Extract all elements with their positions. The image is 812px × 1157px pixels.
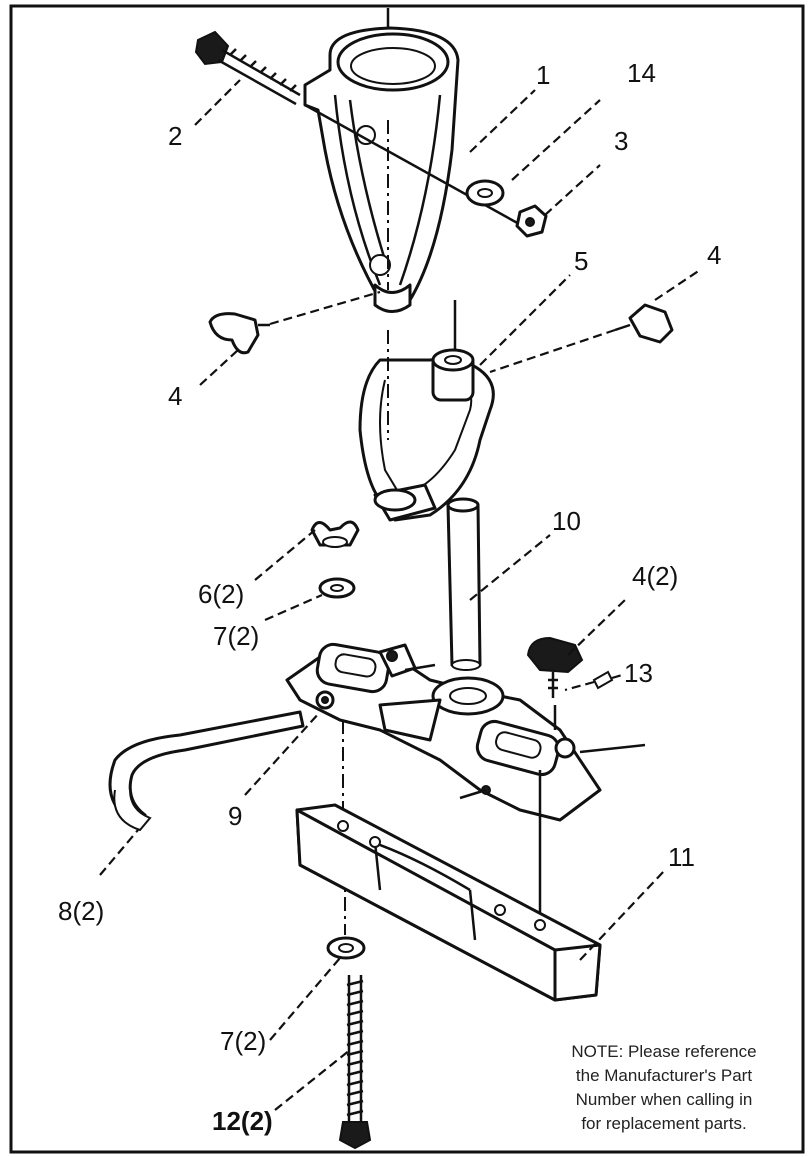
callout-4-left: 4 <box>168 381 182 411</box>
callout-6: 6(2) <box>198 579 244 609</box>
callout-12: 12(2) <box>212 1106 273 1136</box>
part-7-upper-washer <box>318 577 356 599</box>
part-13-setscrew <box>564 670 614 692</box>
part-8-hook-rod <box>108 710 305 832</box>
callout-7-upper: 7(2) <box>213 621 259 651</box>
note-line-4: for replacement parts. <box>581 1114 746 1133</box>
part-6-wingnut <box>310 520 360 548</box>
part-11-block <box>295 803 602 1002</box>
callout-4-right: 4 <box>707 240 721 270</box>
callout-4-base: 4(2) <box>632 561 678 591</box>
part-4-right-thumbscrew <box>489 303 674 374</box>
callout-7-lower: 7(2) <box>220 1026 266 1056</box>
callout-11: 11 <box>668 842 695 872</box>
part-5-bracket <box>358 300 495 522</box>
callout-2: 2 <box>168 121 182 151</box>
part-4-base-thumbscrew <box>526 636 584 698</box>
part-12-bolt <box>338 975 372 1150</box>
callout-1: 1 <box>536 60 550 90</box>
part-2-bolt <box>194 30 531 232</box>
part-3-nut <box>515 204 548 238</box>
part-10-pin <box>446 497 482 671</box>
part-14-washer <box>465 179 505 207</box>
callout-3: 3 <box>614 126 628 156</box>
callout-13: 13 <box>624 658 653 688</box>
base-plate <box>285 642 646 822</box>
callout-9: 9 <box>228 801 242 831</box>
callout-8: 8(2) <box>58 896 104 926</box>
leader-lines <box>99 79 701 1111</box>
part-1-housing <box>303 26 460 313</box>
note-line-2: the Manufacturer's Part <box>576 1066 752 1085</box>
replacement-parts-note: NOTE: Please reference the Manufacturer'… <box>571 1042 756 1133</box>
callout-5: 5 <box>574 246 588 276</box>
diagram-border <box>9 4 805 1154</box>
part-7-lower-washer <box>326 936 366 960</box>
note-line-3: Number when calling in <box>576 1090 753 1109</box>
note-line-1: NOTE: Please reference <box>571 1042 756 1061</box>
callout-14: 14 <box>627 58 656 88</box>
part-4-left-thumbscrew <box>208 290 381 355</box>
callout-10: 10 <box>552 506 581 536</box>
